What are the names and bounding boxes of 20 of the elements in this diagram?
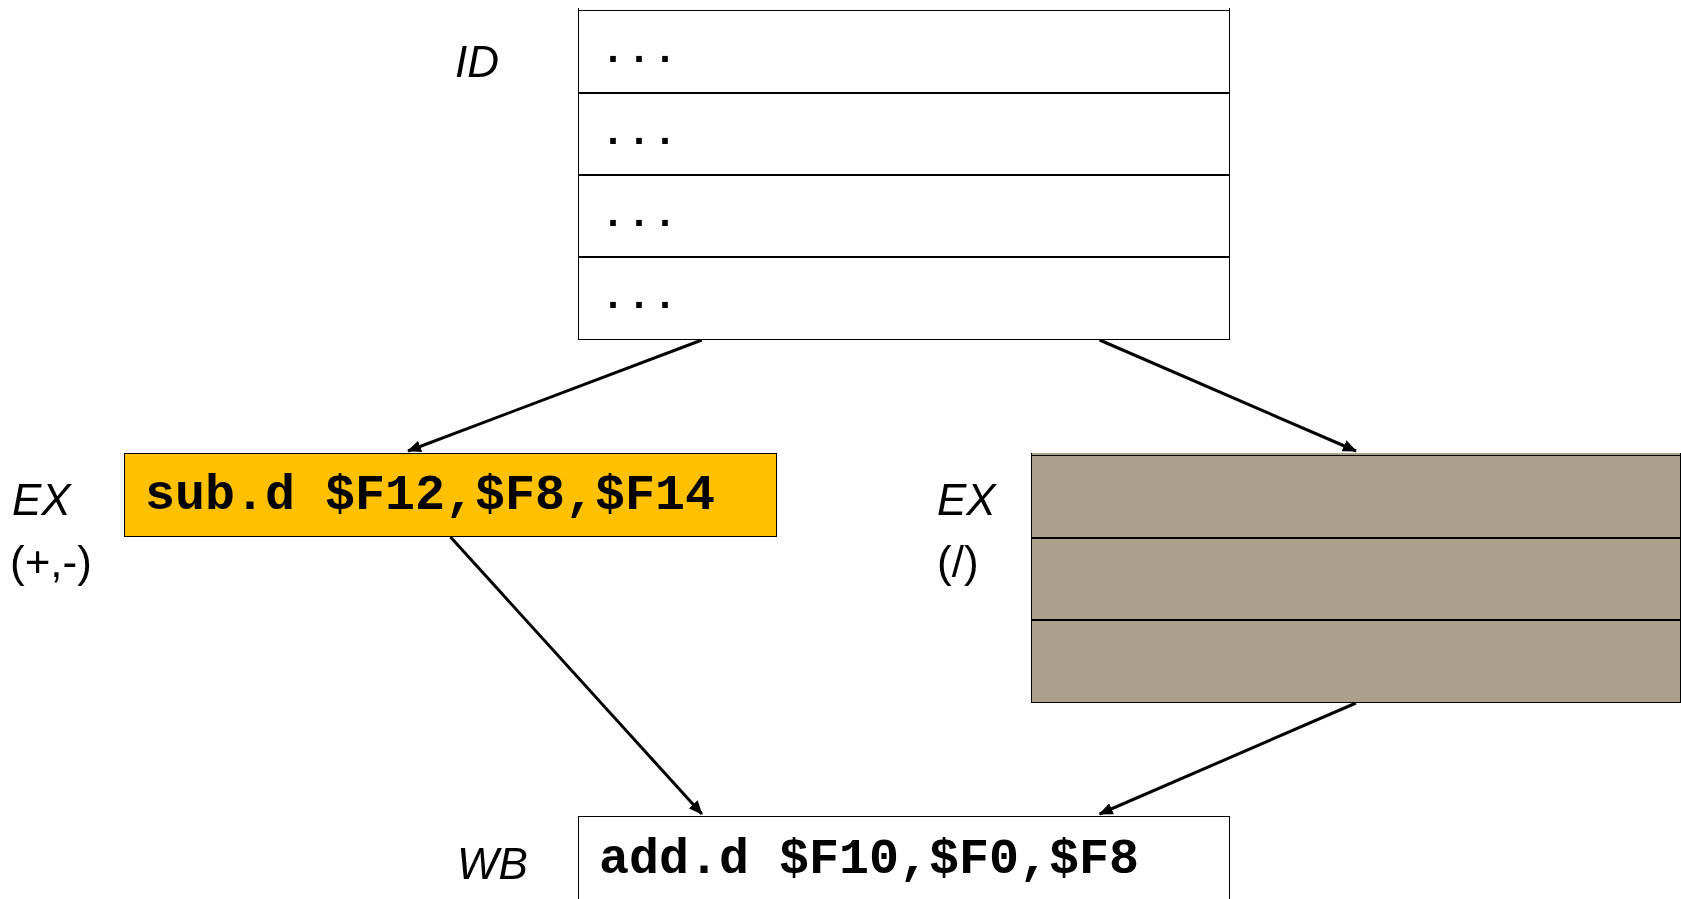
ellipsis-text: ... bbox=[601, 28, 679, 74]
ellipsis-text: ... bbox=[601, 193, 679, 238]
stage-label: EX bbox=[12, 478, 71, 522]
instruction-text: add.d $F10,$F0,$F8 bbox=[598, 830, 1140, 888]
instruction-box bbox=[124, 453, 777, 537]
ellipsis-text: ... bbox=[601, 275, 679, 320]
stage-buffer bbox=[1031, 453, 1681, 703]
instruction-text: sub.d $F12,$F8,$F14 bbox=[144, 466, 716, 524]
arrow bbox=[1099, 338, 1357, 453]
arrow bbox=[449, 536, 703, 815]
stage-label: EX bbox=[937, 478, 996, 522]
instruction-box bbox=[578, 816, 1230, 899]
stage-label: WB bbox=[457, 842, 528, 886]
stage-buffer bbox=[578, 8, 1230, 340]
arrow bbox=[407, 338, 703, 453]
ellipsis-text: ... bbox=[601, 111, 679, 156]
arrow bbox=[1098, 701, 1357, 816]
stage-label: (+,-) bbox=[10, 540, 92, 584]
stage-label: (/) bbox=[937, 540, 979, 584]
stage-label: ID bbox=[455, 40, 499, 84]
